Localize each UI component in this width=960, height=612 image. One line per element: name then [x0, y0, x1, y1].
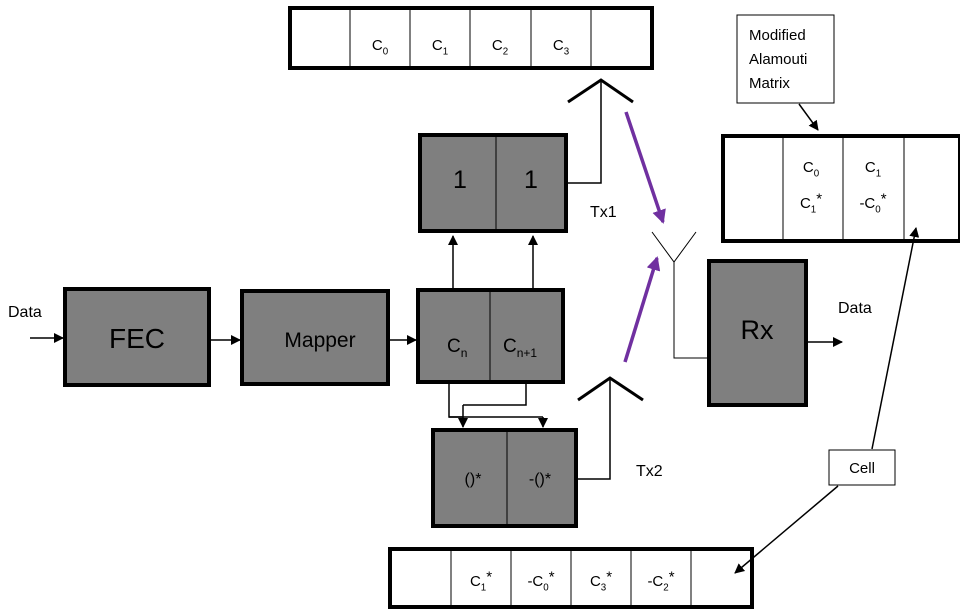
tx2-feed-line — [578, 380, 611, 480]
data-output-label: Data — [838, 300, 872, 317]
matrix-callout-text: Modified Alamouti Matrix — [749, 27, 812, 92]
data-input-label: Data — [8, 304, 42, 321]
cell-callout-label: Cell — [849, 460, 875, 477]
alamouti-matrix — [721, 134, 960, 243]
tx1-stream-cell: C1 — [432, 37, 448, 58]
matrix-cell-col2: -C0* — [859, 191, 886, 216]
tx2-stream-dividers — [450, 551, 692, 605]
tx2-signal-arrow — [623, 256, 661, 363]
matrix-cell-col1: C0 — [803, 159, 820, 180]
tx1-stream-dividers — [349, 10, 592, 66]
tx1-stream-cell: C0 — [372, 37, 389, 58]
tx2-antenna — [577, 376, 644, 402]
matrix-cell-col2: C1 — [865, 159, 881, 180]
matrix-callout-box — [736, 14, 835, 104]
tx2-stream-cell: C1* — [470, 569, 492, 594]
tx1-stream — [288, 6, 654, 70]
tx1-signal-arrow — [624, 111, 666, 224]
cell-callout-box — [828, 449, 896, 486]
matrix-callout-arrow — [798, 103, 819, 131]
rx-block — [707, 259, 808, 407]
tx2-stream-cell: C3* — [590, 569, 612, 594]
tx2-conjugate-right: -()* — [529, 471, 551, 488]
tx1-label: Tx1 — [590, 204, 617, 221]
tx1-antenna — [567, 78, 634, 104]
tx2-conjugate-block — [431, 428, 578, 528]
rx-feed-line — [673, 262, 710, 359]
tx2-conjugate-left: ()* — [465, 471, 482, 488]
tx1-weight-block — [418, 133, 568, 233]
cell-to-stream-arrow — [734, 485, 839, 574]
mapper-block — [240, 289, 390, 386]
fec-label: FEC — [109, 323, 165, 354]
tx2-stream-cell: -C0* — [527, 569, 554, 594]
tx1-stream-cell: C3 — [553, 37, 569, 58]
cell-to-matrix-arrow — [871, 227, 920, 450]
tx1-weight-left: 1 — [453, 166, 467, 194]
matrix-cell-col1: C1* — [800, 191, 822, 216]
rx-label: Rx — [741, 315, 774, 345]
tx1-stream-cell: C2 — [492, 37, 508, 58]
tx1-weight-right: 1 — [524, 166, 538, 194]
tx2-stream-cell: -C2* — [647, 569, 674, 594]
symbol-cn1: Cn+1 — [503, 336, 537, 360]
tx2-label: Tx2 — [636, 463, 663, 480]
fec-block — [63, 287, 211, 387]
mapper-label: Mapper — [284, 329, 355, 352]
rx-antenna — [651, 231, 697, 263]
symbol-cn: Cn — [447, 336, 467, 360]
tx1-feed-line — [568, 82, 602, 184]
